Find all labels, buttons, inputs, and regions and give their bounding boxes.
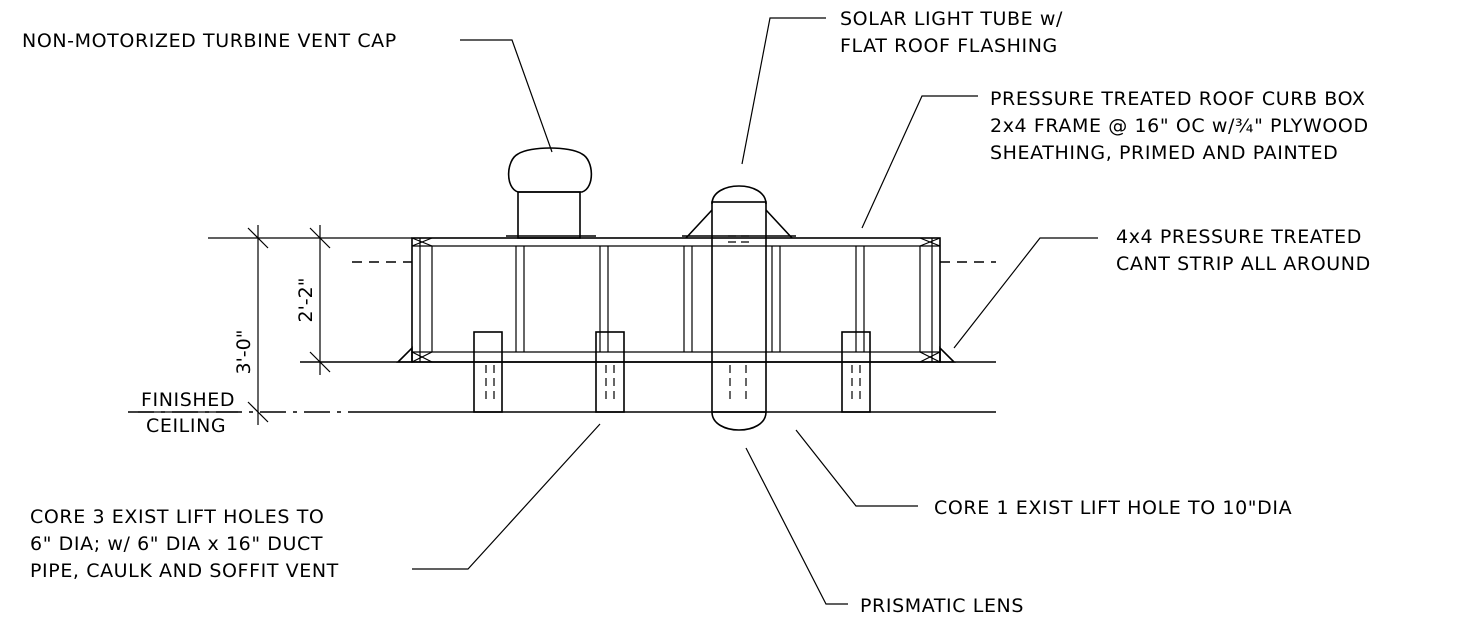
cant-strip-label-2: CANT STRIP ALL AROUND <box>1116 253 1371 275</box>
core3-label-2: 6" DIA; w/ 6" DIA x 16" DUCT <box>30 533 323 555</box>
core3-label-3: PIPE, CAULK AND SOFFIT VENT <box>30 560 339 582</box>
duct-pipe-2 <box>595 331 625 413</box>
turbine-vent-label: NON-MOTORIZED TURBINE VENT CAP <box>22 30 397 52</box>
solar-tube-label-2: FLAT ROOF FLASHING <box>840 35 1058 57</box>
core1-label: CORE 1 EXIST LIFT HOLE TO 10"DIA <box>934 497 1292 519</box>
leader-lines <box>412 17 1098 605</box>
ceiling-label: CEILING <box>146 415 226 437</box>
cant-strip-label-1: 4x4 PRESSURE TREATED <box>1116 226 1362 248</box>
curb-box-label-2: 2x4 FRAME @ 16" OC w/¾" PLYWOOD <box>990 115 1369 137</box>
curb-box-label-1: PRESSURE TREATED ROOF CURB BOX <box>990 88 1366 110</box>
core3-label-1: CORE 3 EXIST LIFT HOLES TO <box>30 506 324 528</box>
duct-pipe-3 <box>841 331 871 413</box>
finished-label: FINISHED <box>141 389 235 411</box>
curb-box-label-3: SHEATHING, PRIMED AND PAINTED <box>990 142 1338 164</box>
dimension-overall: 3'-0" <box>233 330 255 375</box>
solar-light-tube <box>682 185 796 431</box>
duct-pipes <box>473 331 871 413</box>
roof-curb-box <box>411 237 941 363</box>
duct-pipe-1 <box>473 331 503 413</box>
dimension-lines <box>247 225 331 425</box>
turbine-vent-cap <box>506 147 596 239</box>
cant-strip <box>396 346 956 363</box>
prismatic-lens-label: PRISMATIC LENS <box>860 595 1024 617</box>
dimension-curb: 2'-2" <box>295 278 317 323</box>
solar-tube-label-1: SOLAR LIGHT TUBE w/ <box>840 8 1063 30</box>
